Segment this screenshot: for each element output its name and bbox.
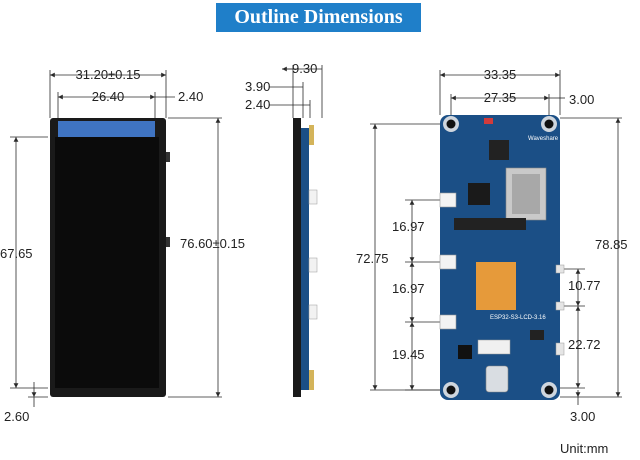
dim-side-thickness: 9.30 — [292, 61, 317, 76]
side-pcb-layer — [301, 128, 309, 390]
usb-c-port — [485, 365, 509, 393]
title-banner: Outline Dimensions — [216, 3, 421, 32]
jst-connector — [439, 254, 457, 270]
dim-front-margin-right: 2.40 — [178, 89, 203, 104]
display-screen — [55, 137, 159, 388]
board-label: ESP32-S3-LCD-3.16 — [490, 315, 546, 321]
front-view: 31.20±0.15 26.40 2.40 67.65 76.60±0.15 2… — [0, 67, 245, 424]
dim-back-right-pitch-2: 22.72 — [568, 337, 601, 352]
fpc-connector — [454, 218, 526, 230]
dim-back-hole-spacing-x: 27.35 — [484, 90, 517, 105]
side-connector — [308, 189, 318, 205]
dim-back-height-overall: 78.85 — [595, 237, 628, 252]
dim-back-conn-offset-bottom: 19.45 — [392, 347, 425, 362]
side-connector — [308, 257, 318, 273]
dim-back-hole-offset-bottom: 3.00 — [570, 409, 595, 424]
side-connector — [308, 304, 318, 320]
led-component — [484, 118, 493, 124]
chip-component — [468, 183, 490, 205]
side-standoff-top — [309, 125, 314, 145]
switch-button — [555, 342, 565, 356]
chip-component — [530, 330, 544, 340]
fpc-ribbon — [476, 262, 516, 310]
dim-side-depth-a: 3.90 — [245, 79, 270, 94]
brand-label: Waveshare — [528, 136, 559, 142]
side-view: 9.30 3.90 2.40 — [245, 61, 323, 397]
boot-button — [555, 301, 565, 311]
dim-front-width-inner: 26.40 — [92, 89, 125, 104]
rst-button — [555, 264, 565, 274]
dim-front-margin-bottom: 2.60 — [4, 409, 29, 424]
side-screen-layer — [293, 118, 301, 397]
dim-front-width-overall: 31.20±0.15 — [76, 67, 141, 82]
back-view: ESP32-S3-LCD-3.16 Waveshare 33.35 27.35 … — [356, 67, 628, 424]
side-button — [166, 237, 170, 247]
dim-side-depth-b: 2.40 — [245, 97, 270, 112]
unit-label: Unit:mm — [560, 441, 609, 456]
dim-back-conn-pitch-1: 16.97 — [392, 219, 425, 234]
dim-back-right-pitch-1: 10.77 — [568, 278, 601, 293]
dim-back-hole-spacing-y: 72.75 — [356, 251, 389, 266]
chip-component — [489, 140, 509, 160]
side-standoff-bottom — [309, 370, 314, 390]
top-glass-strip — [58, 121, 155, 137]
side-button — [166, 152, 170, 162]
dim-back-width-overall: 33.35 — [484, 67, 517, 82]
dim-back-hole-offset-top: 3.00 — [569, 92, 594, 107]
jst-connector — [439, 192, 457, 208]
dim-front-height-display: 67.65 — [0, 246, 33, 261]
chip-component — [458, 345, 472, 359]
dim-back-conn-pitch-2: 16.97 — [392, 281, 425, 296]
dim-front-height-overall: 76.60±0.15 — [180, 236, 245, 251]
battery-connector — [477, 339, 511, 355]
jst-connector — [439, 314, 457, 330]
